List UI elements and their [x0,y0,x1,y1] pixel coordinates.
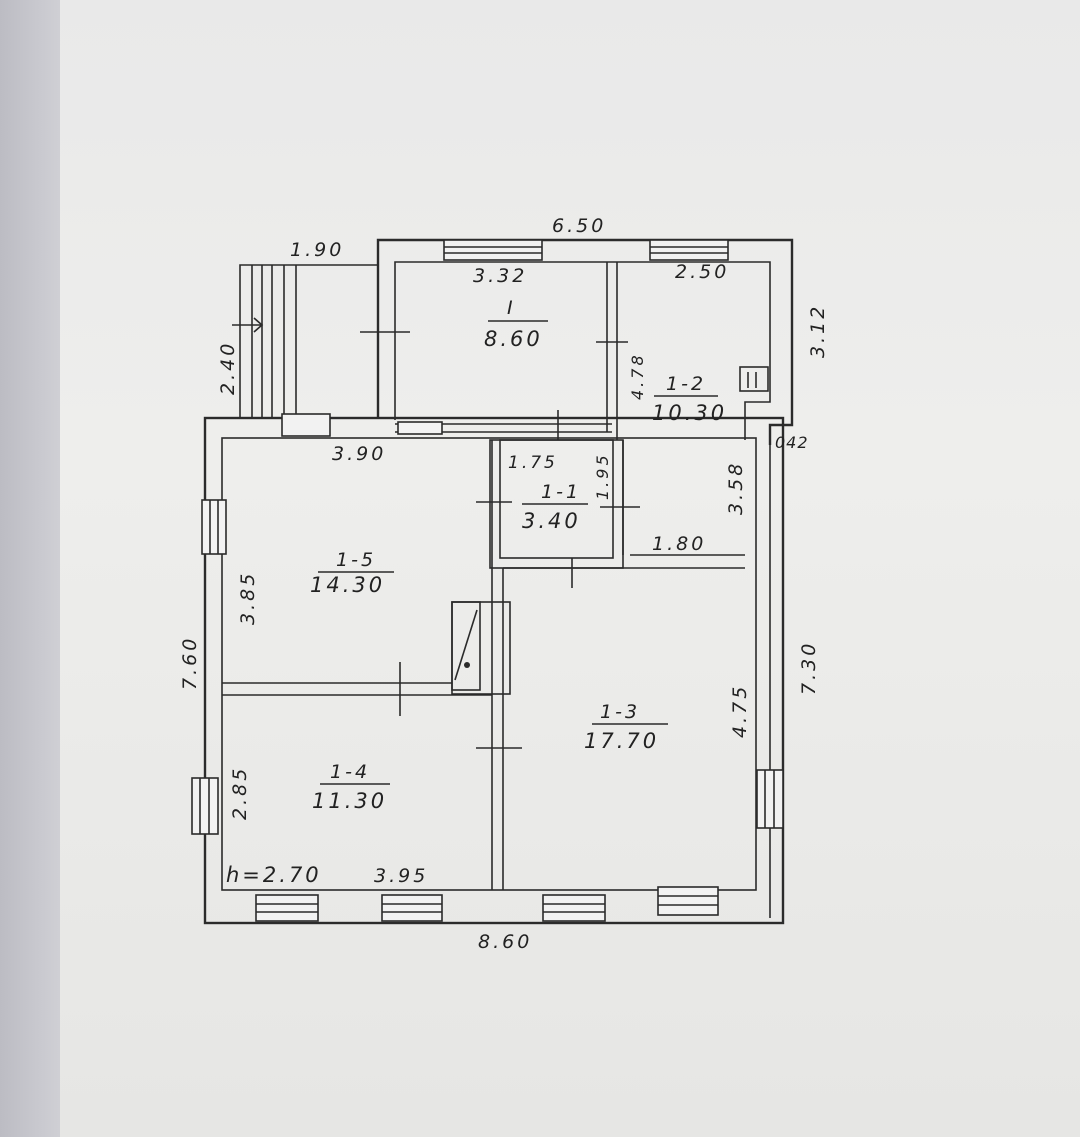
window-bottom-1 [255,894,319,922]
room-I-width: 3.32 [473,265,527,287]
room-I-depth: 4.78 [628,352,647,400]
room-1-3-width: 1.80 [652,533,706,555]
room-1-1-id: 1-1 [541,481,581,503]
room-1-4-area: 11.30 [312,789,387,813]
window-porch-door [281,413,331,437]
dim-bottom-width: 8.60 [478,931,532,953]
dim-right-upper: 3.12 [807,304,829,358]
room-1-5-area: 14.30 [310,573,385,597]
outer-wall-upper [376,238,794,445]
ceiling-height: h=2.70 [226,863,322,887]
window-bottom-3 [542,894,606,922]
dim-left-height: 7.60 [179,636,201,690]
window-room-I [397,421,443,435]
window-top-2 [649,239,729,261]
room-1-2-depth: 3.58 [725,461,747,515]
room-1-3-depth: 4.75 [729,684,751,738]
stove-diagonal [454,609,478,681]
inner-wall-main [221,437,757,891]
window-right [756,769,784,829]
outer-wall-main [203,416,785,925]
window-bottom-4 [657,886,719,916]
room-1-5-width: 3.90 [332,443,386,465]
dim-top-width: 6.50 [552,215,606,237]
stove-dot [464,662,470,668]
porch-entry-arrow-icon [232,317,264,333]
room-1-2-id: 1-2 [666,373,706,395]
dim-porch-depth: 2.40 [217,341,239,395]
partitions [222,262,769,890]
door-marks [360,331,640,749]
room-1-4-width: 3.95 [374,865,428,887]
room-1-3-area: 17.70 [584,729,659,753]
room-I-id: I [507,297,516,319]
room-1-3-id: 1-3 [600,701,640,723]
room-I-area: 8.60 [484,327,543,351]
stove [451,601,511,695]
window-top-1 [443,239,543,261]
room-1-2-area: 10.30 [652,401,727,425]
boiler-icon [739,366,769,392]
stove-inner [451,601,481,691]
room-1-1-depth: 1.95 [593,452,612,500]
window-left-2 [191,777,219,835]
outer-walls [203,238,794,925]
dim-right-height: 7.30 [798,641,820,695]
room-1-1-width: 1.75 [508,453,558,473]
window-left-1 [201,499,227,555]
room-1-5-depth: 3.85 [237,571,259,625]
dim-porch-width: 1.90 [290,239,344,261]
windows [191,239,784,922]
window-bottom-2 [381,894,443,922]
room-1-1-area: 3.40 [522,509,581,533]
room-1-4-depth: 2.85 [229,766,251,820]
room-1-2-width: 2.50 [675,261,729,283]
porch [232,264,378,418]
inner-wall-upper [394,261,771,440]
room-1-4-id: 1-4 [330,761,370,783]
porch-outline [239,264,378,418]
dim-right-offset: 042 [775,433,809,452]
room-1-5-id: 1-5 [336,549,376,571]
